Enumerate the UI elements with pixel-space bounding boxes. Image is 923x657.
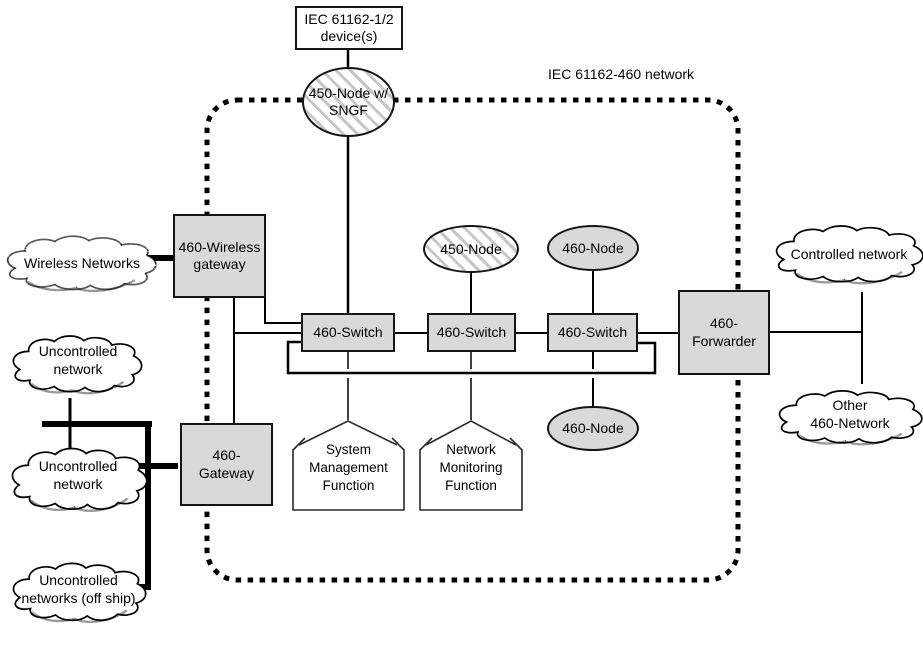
system-management-function-label: System Management Function (309, 442, 388, 493)
connector-lines (233, 49, 863, 424)
system-management-function-shape (292, 420, 405, 511)
uncontrolled-network-2-label: Uncontrolled network (38, 458, 118, 492)
sngf-node-ellipse: 450-Node w/ SNGF (302, 67, 395, 137)
forwarder-box: 460- Forwarder (678, 290, 770, 375)
uncontrolled-network-1-label: Uncontrolled network (38, 343, 118, 377)
node-460-top-ellipse: 460-Node (547, 225, 639, 271)
other-460-network-label: Other 460-Network (810, 397, 890, 431)
network-monitoring-function-shape (419, 420, 523, 511)
switch-box-2: 460-Switch (427, 313, 516, 352)
wireless-networks-label: Wireless Networks (24, 255, 140, 271)
wireless-gateway-box: 460-Wireless gateway (173, 214, 266, 298)
node-450-ellipse: 450-Node (423, 225, 519, 273)
controlled-network-label: Controlled network (790, 246, 908, 262)
uncontrolled-networks-offship-label: Uncontrolled networks (off ship) (21, 572, 136, 606)
network-monitoring-function-label: Network Monitoring Function (439, 442, 503, 493)
thick-trunk-lines (42, 255, 178, 590)
node-460-bottom-ellipse: 460-Node (547, 406, 639, 451)
iec-device-box: IEC 61162-1/2 device(s) (295, 6, 403, 50)
switch-box-1: 460-Switch (301, 313, 395, 352)
switch-box-3: 460-Switch (547, 313, 638, 352)
network-boundary-label: IEC 61162-460 network (548, 66, 695, 82)
gateway-box: 460- Gateway (180, 423, 273, 506)
switch-ring-line (286, 340, 657, 375)
